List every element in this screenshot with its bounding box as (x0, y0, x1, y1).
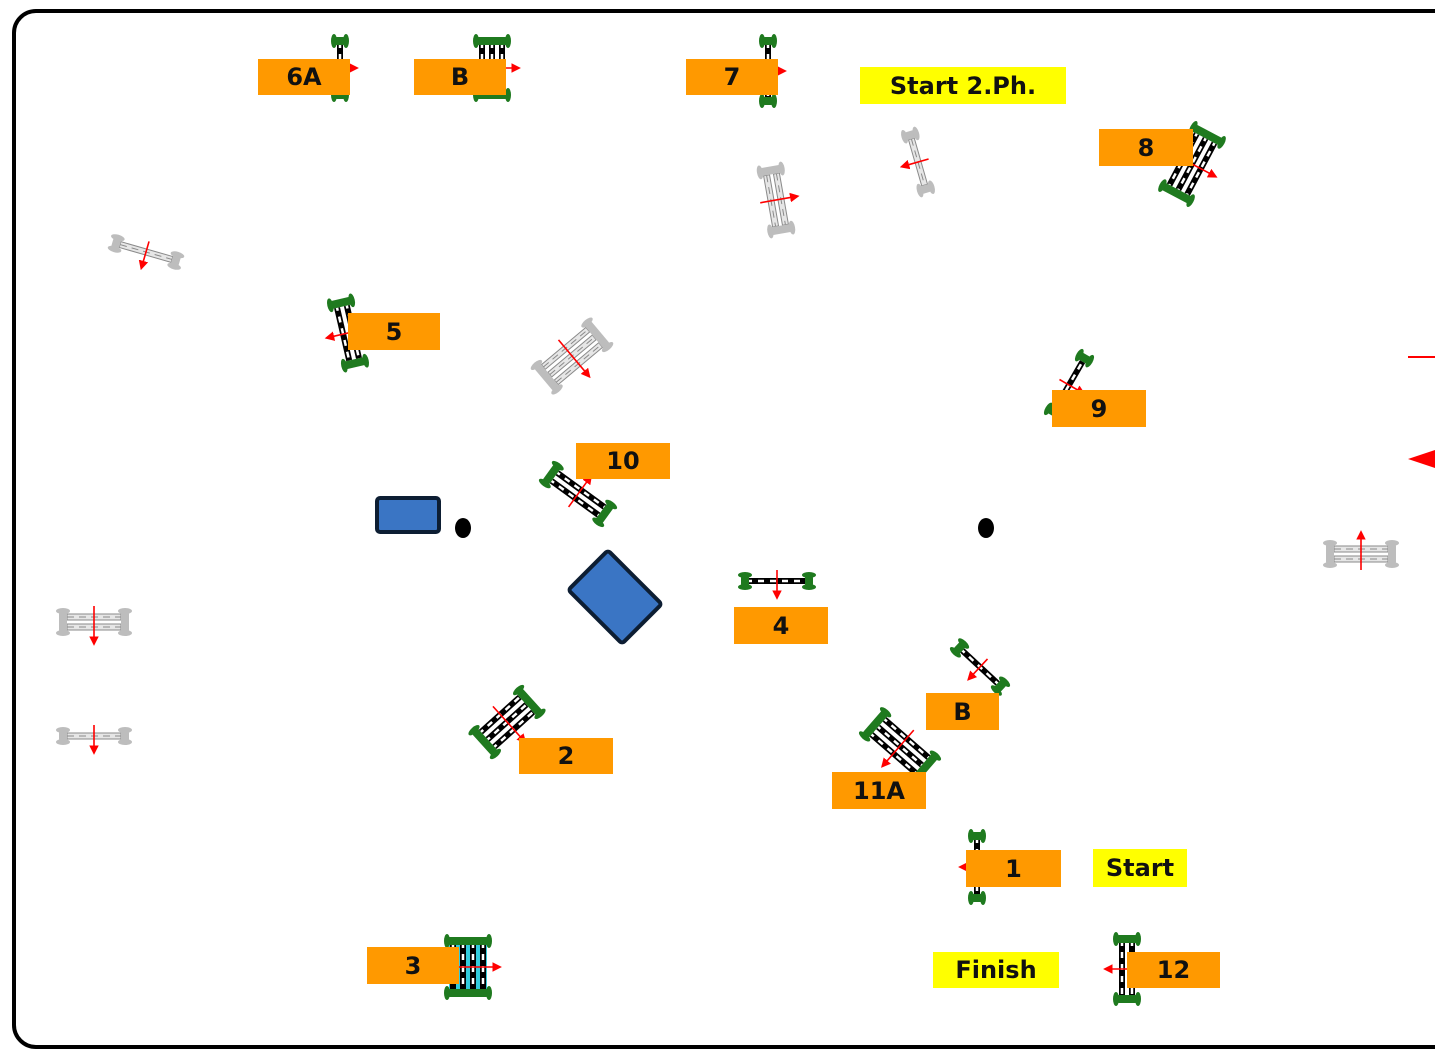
blue-box-object (375, 496, 441, 534)
inactive-jump-b (899, 126, 935, 198)
jump-10 (538, 460, 618, 528)
obstacle-label-11a: 11A (832, 772, 926, 809)
start-label: Start (1093, 849, 1187, 887)
obstacle-label-10: 10 (576, 443, 670, 479)
inactive-jump-d (530, 317, 614, 395)
entrance-arrow-icon (1408, 450, 1435, 468)
obstacle-label-3: 3 (367, 947, 459, 984)
obstacle-label-2: 2 (519, 738, 613, 774)
inactive-jump-g (1323, 530, 1399, 570)
obstacle-label-6a: 6A (258, 59, 350, 95)
obstacle-label-1: 1 (966, 850, 1061, 887)
blue-square-object (567, 549, 663, 645)
inactive-jump-e (56, 606, 132, 646)
marker-dot-left (455, 518, 471, 538)
start-phase-2-label: Start 2.Ph. (860, 67, 1066, 104)
inactive-jump-a (107, 234, 185, 271)
obstacle-label-11b: B (926, 693, 999, 730)
obstacle-label-8: 8 (1099, 129, 1193, 166)
obstacle-label-5: 5 (348, 313, 440, 350)
course-plan (56, 34, 1435, 1006)
obstacle-label-9: 9 (1052, 390, 1146, 427)
obstacle-label-6b: B (414, 59, 506, 95)
jump-2 (468, 684, 546, 760)
inactive-jump-c (756, 161, 800, 239)
marker-dot-right (978, 518, 994, 538)
obstacle-label-7: 7 (686, 59, 778, 95)
obstacle-label-12: 12 (1127, 952, 1220, 988)
jump-11b (949, 638, 1011, 696)
inactive-jump-f (56, 725, 132, 755)
jump-4 (738, 570, 816, 600)
finish-label: Finish (933, 952, 1059, 988)
obstacle-label-4: 4 (734, 607, 828, 644)
